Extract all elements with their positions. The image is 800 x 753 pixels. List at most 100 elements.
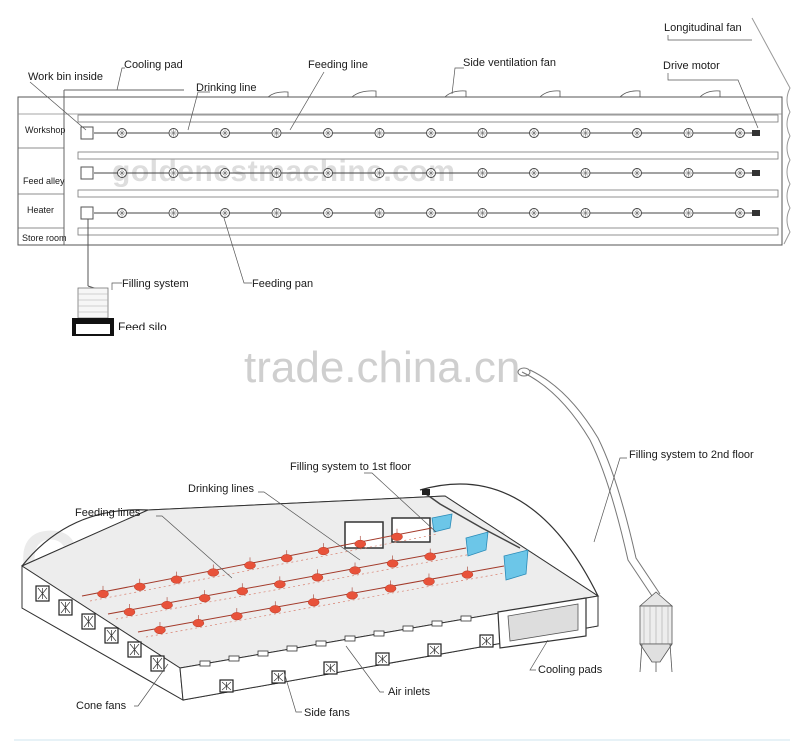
label-work-bin-inside: Work bin inside bbox=[28, 71, 103, 83]
feeding-pan-spokes bbox=[376, 129, 383, 137]
drive-motor-icon bbox=[752, 210, 760, 216]
filling-motor-icon bbox=[422, 489, 430, 495]
air-inlet-icon bbox=[402, 625, 414, 632]
house-arch-roof bbox=[419, 483, 599, 597]
feeding-pan-spokes bbox=[427, 129, 435, 137]
feeding-pan-spokes bbox=[530, 129, 538, 137]
pen-row bbox=[77, 189, 779, 198]
cone-fan-icon-blades bbox=[152, 657, 163, 670]
feeder-pan-icon bbox=[244, 561, 256, 570]
air-inlet-icon bbox=[315, 640, 327, 647]
feeding-pan-spokes bbox=[221, 169, 229, 177]
label-longitudinal-fan: Longitudinal fan bbox=[664, 22, 742, 34]
feeding-pan-spokes bbox=[118, 129, 126, 137]
feeding-pan-spokes bbox=[170, 169, 177, 177]
feeder-pan-icon bbox=[317, 547, 330, 556]
hopper-icon bbox=[465, 531, 489, 557]
side-fan-icon bbox=[444, 90, 467, 98]
feeder-pan-icon bbox=[207, 568, 219, 577]
feeding-pan-spokes bbox=[736, 209, 744, 217]
house-fans-inlets bbox=[35, 585, 494, 693]
room-workshop: Workshop bbox=[25, 125, 65, 135]
label-feeding-lines: Feeding lines bbox=[75, 507, 141, 519]
feeder-pan-icon bbox=[384, 584, 397, 593]
air-inlet-icon bbox=[344, 635, 356, 642]
feeding-pan-spokes bbox=[376, 169, 383, 177]
silo-ribs bbox=[78, 293, 108, 313]
side-fan-icon-blades bbox=[429, 645, 440, 655]
bottom-3d-view: GOLDENEST trade.china.cn bbox=[14, 343, 790, 741]
label-side-fans: Side fans bbox=[304, 707, 350, 719]
top-leader-lines bbox=[29, 35, 759, 290]
label-filling-1st-floor: Filling system to 1st floor bbox=[290, 461, 411, 473]
feeding-pan-spokes bbox=[118, 169, 126, 177]
feeding-pan-spokes bbox=[427, 209, 435, 217]
feed-silo-3d bbox=[638, 591, 674, 673]
feeder-pan-icon bbox=[170, 575, 183, 584]
label-drinking-lines: Drinking lines bbox=[188, 483, 255, 495]
feeding-pan-spokes bbox=[273, 209, 280, 217]
label-cooling-pads: Cooling pads bbox=[538, 664, 603, 676]
pipe-end bbox=[517, 367, 531, 377]
label-filling-2nd-floor: Filling system to 2nd floor bbox=[629, 449, 754, 461]
feeder-pan-icon bbox=[198, 594, 211, 603]
cone-fan-icon-blades bbox=[129, 643, 140, 656]
pen-row bbox=[77, 227, 779, 236]
building-edge bbox=[751, 17, 791, 245]
label-cooling-pad: Cooling pad bbox=[124, 59, 183, 71]
air-inlet-icon bbox=[286, 645, 298, 652]
side-fan-icon-blades bbox=[325, 663, 336, 673]
feeder-pan-icon bbox=[391, 532, 403, 541]
silo-label-mask bbox=[116, 330, 178, 344]
side-ventilation-fans bbox=[267, 90, 721, 98]
feeding-pan-spokes bbox=[324, 169, 332, 177]
feeder-pan-icon bbox=[123, 607, 136, 617]
feeding-pan-spokes bbox=[324, 129, 332, 137]
drive-motors bbox=[752, 130, 760, 216]
side-fan-icon-blades bbox=[221, 681, 232, 691]
drinking-line-3d bbox=[89, 533, 439, 602]
feeding-pan-spokes bbox=[170, 209, 177, 217]
feeding-pan-spokes bbox=[221, 209, 229, 217]
feeding-pan-spokes bbox=[530, 209, 538, 217]
feeder-pan-icon bbox=[236, 587, 248, 596]
feeder-pan-icon bbox=[461, 570, 474, 579]
feeder-pan-icon bbox=[281, 554, 293, 563]
air-inlet-icon bbox=[460, 615, 472, 622]
feeding-pan-spokes bbox=[685, 169, 692, 177]
feeding-pan-spokes bbox=[273, 169, 280, 177]
cooling-pad-panel-inner bbox=[507, 603, 579, 642]
room-feed-alley: Feed alley bbox=[23, 176, 65, 186]
side-fan-icon-blades bbox=[377, 654, 388, 664]
room-heater: Heater bbox=[27, 205, 54, 215]
feeding-pan-spokes bbox=[118, 209, 126, 217]
side-fan-icon bbox=[539, 90, 561, 98]
side-fan-icon bbox=[619, 90, 641, 98]
bottom-leader-lines bbox=[134, 457, 627, 713]
hopper-icon bbox=[503, 549, 529, 581]
side-fan-icon-blades bbox=[273, 672, 284, 682]
label-feeding-line: Feeding line bbox=[308, 59, 368, 71]
feeding-pan-spokes bbox=[633, 169, 641, 177]
feeder-pan-icon bbox=[307, 598, 320, 607]
feeding-pan-spokes bbox=[633, 129, 641, 137]
cone-fan-icon-blades bbox=[83, 615, 94, 628]
side-fan-icon bbox=[699, 90, 721, 98]
pen-rows bbox=[77, 114, 779, 236]
feeding-pan-spokes bbox=[530, 169, 538, 177]
feeding-pan-spokes bbox=[427, 169, 435, 177]
silo-cone bbox=[639, 643, 673, 663]
feeder-pan-icon bbox=[386, 559, 399, 568]
drive-motor-icon bbox=[752, 170, 760, 176]
cone-fan-icon-blades bbox=[106, 629, 117, 642]
pen-row bbox=[77, 151, 779, 160]
watermark-trade-china: trade.china.cn bbox=[244, 343, 520, 392]
feeding-pan-spokes bbox=[479, 169, 486, 177]
feeder-pan-icon bbox=[274, 580, 286, 589]
air-inlet-icon bbox=[257, 650, 269, 657]
filling-pipe-2nd-floor bbox=[529, 369, 661, 595]
feeding-pan-spokes bbox=[324, 209, 332, 217]
feeding-pan-spokes bbox=[582, 209, 589, 217]
